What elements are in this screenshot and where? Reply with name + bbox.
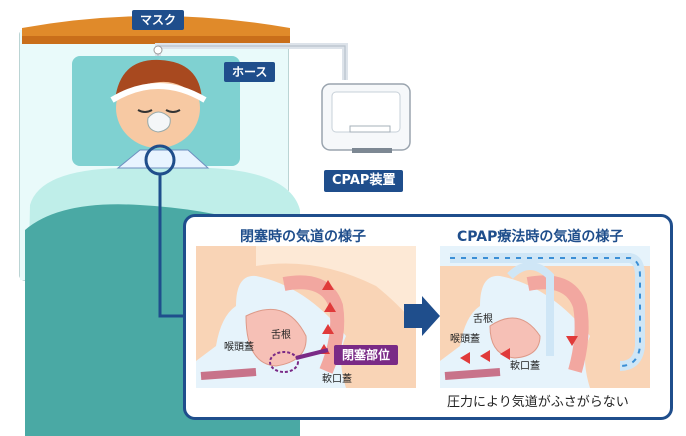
- hose-label: ホース: [224, 62, 276, 82]
- blocked-soft-palate-label: 軟口蓋: [322, 374, 352, 385]
- device-label: CPAP装置: [324, 170, 404, 192]
- mask-shape: [147, 111, 171, 133]
- transition-arrow: [404, 296, 440, 336]
- cpap-soft-palate-label: 軟口蓋: [510, 361, 540, 372]
- blocked-airway-figure: [196, 246, 416, 388]
- cpap-airway-figure: [440, 246, 650, 388]
- title-blocked: 閉塞時の気道の様子: [240, 229, 366, 245]
- cpap-epiglottis-label: 喉頭蓋: [450, 334, 480, 345]
- cpap-tongue-root-label: 舌根: [473, 314, 493, 325]
- blocked-epiglottis-label: 喉頭蓋: [224, 342, 254, 353]
- blocked-site-label: 閉塞部位: [334, 345, 399, 365]
- cpap-caption: 圧力により気道がふさがらない: [447, 395, 629, 410]
- title-cpap: CPAP療法時の気道の様子: [457, 229, 624, 245]
- hair: [115, 59, 202, 100]
- blocked-tongue-root-label: 舌根: [271, 330, 291, 341]
- mask-label: マスク: [132, 10, 185, 30]
